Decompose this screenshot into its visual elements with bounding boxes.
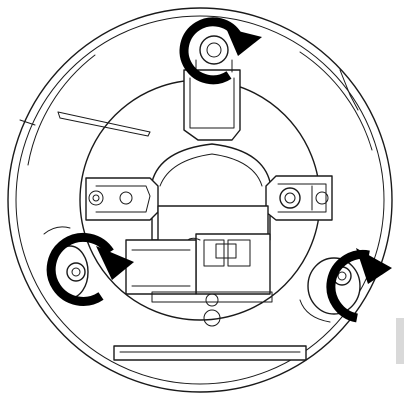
wire-lever: [57, 111, 151, 137]
top-screw-arrow: [179, 17, 262, 85]
bottom-slot: [113, 345, 307, 361]
right-screw-arrow: [326, 248, 392, 323]
left-screw-post: [43, 226, 89, 299]
left-bracket: [85, 177, 159, 221]
terminal-block: [125, 205, 273, 327]
right-bracket: [265, 175, 333, 221]
left-screw-arrow: [46, 232, 134, 306]
side-tab: [396, 318, 404, 364]
outer-housing: [7, 7, 393, 393]
top-bracket: [183, 35, 241, 141]
